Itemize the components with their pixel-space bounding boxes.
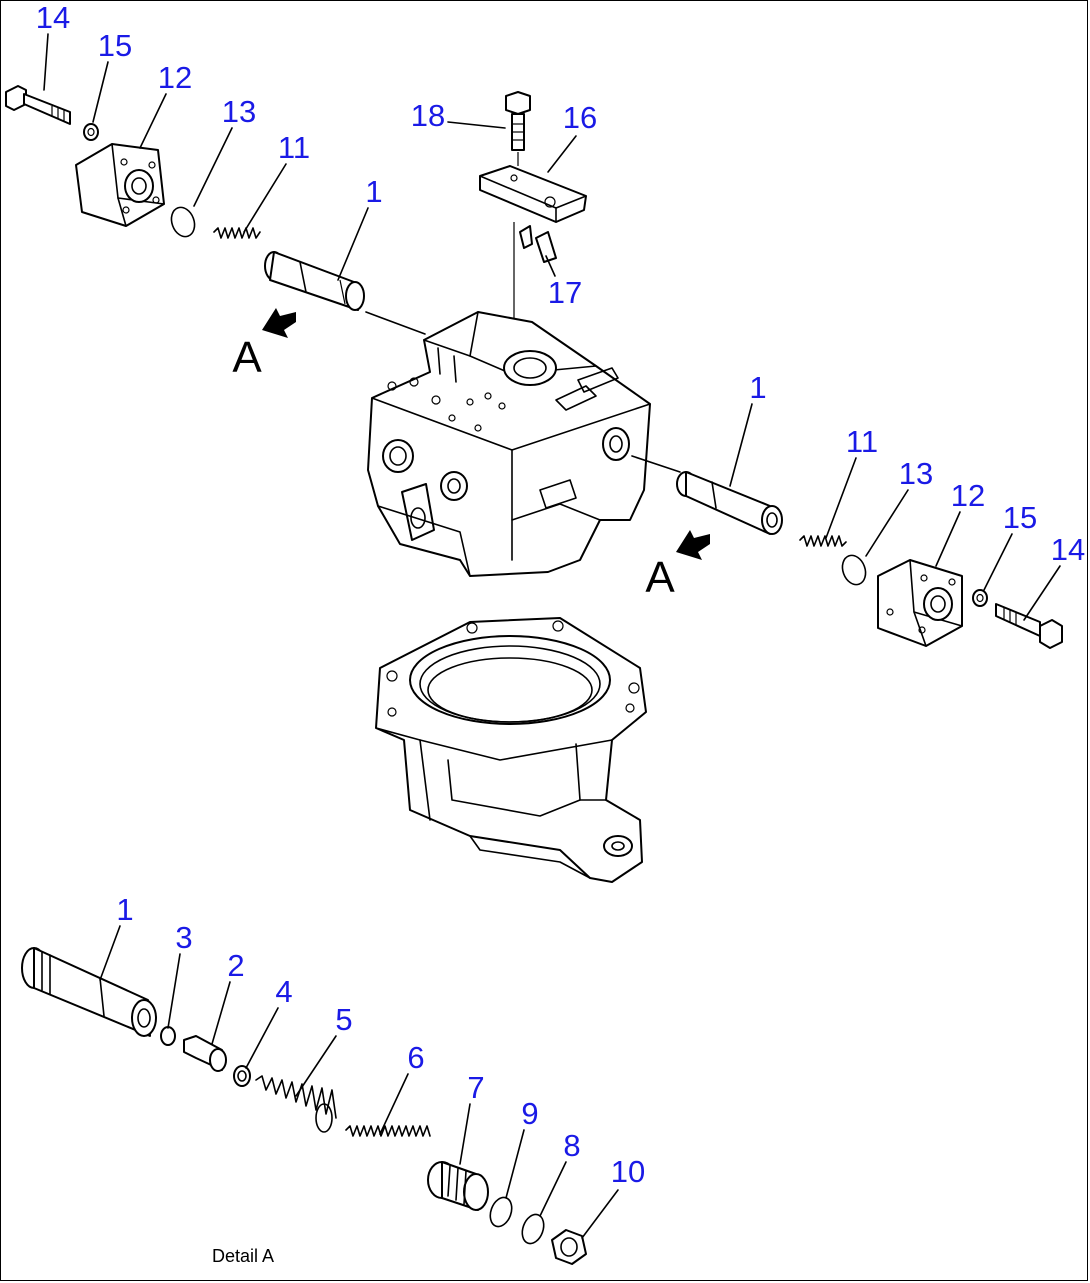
callout-15-top: 15 (98, 28, 132, 63)
callout-11-right: 11 (846, 424, 878, 459)
callout-13-top: 13 (222, 94, 256, 129)
bolt-18 (505, 91, 531, 151)
detail-spring-5 (255, 1075, 337, 1133)
valve-body (367, 311, 651, 577)
view-arrow-icon-right (676, 530, 710, 560)
spring-11-right (799, 535, 847, 547)
part-17 (519, 225, 557, 263)
callout-detail-9: 9 (521, 1096, 538, 1131)
detail-spool-1 (21, 947, 157, 1037)
o-ring-13-right (841, 554, 867, 586)
view-arrow-icon-left (262, 308, 296, 338)
detail-o-ring-9 (489, 1196, 513, 1228)
detail-ring-4 (233, 1065, 251, 1087)
view-marker-a-right: A (645, 553, 675, 602)
o-ring-13-left (170, 206, 196, 238)
plate-16 (479, 165, 587, 223)
callout-16: 16 (563, 100, 597, 135)
cover-12-right (877, 559, 963, 647)
callout-detail-10: 10 (611, 1154, 645, 1189)
detail-nut-10 (551, 1229, 587, 1265)
detail-spring-7 (427, 1161, 489, 1211)
callout-12-right: 12 (951, 478, 985, 513)
washer-15-left (83, 123, 99, 141)
callout-1-right: 1 (749, 370, 766, 405)
callout-detail-4: 4 (275, 974, 292, 1009)
detail-ring-3 (160, 1026, 176, 1046)
cover-12-left (75, 143, 165, 227)
callout-detail-7: 7 (467, 1070, 484, 1105)
callout-14-right: 14 (1051, 532, 1085, 567)
callout-18: 18 (411, 98, 445, 133)
spool-1-left (264, 251, 426, 335)
detail-o-ring-8 (521, 1213, 545, 1245)
spool-1-right (676, 471, 783, 535)
callout-15-right: 15 (1003, 500, 1037, 535)
callout-17: 17 (548, 275, 582, 310)
callout-detail-5: 5 (335, 1002, 352, 1037)
washer-15-right (972, 589, 988, 607)
callout-detail-1: 1 (116, 892, 133, 927)
callout-detail-6: 6 (407, 1040, 424, 1075)
callout-13-right: 13 (899, 456, 933, 491)
callout-detail-3: 3 (175, 920, 192, 955)
detail-plug-2 (183, 1035, 227, 1072)
view-marker-a-left: A (232, 333, 262, 382)
detail-spring-6 (345, 1125, 431, 1137)
detail-caption: Detail A (212, 1246, 274, 1266)
callout-1-top: 1 (365, 174, 382, 209)
callout-14-top: 14 (36, 0, 70, 35)
bolt-14-left (5, 85, 71, 125)
callout-11-top: 11 (278, 130, 310, 165)
lower-housing (375, 617, 647, 883)
spring-11-left (213, 227, 261, 239)
bolt-14-right (995, 603, 1063, 649)
callout-12-top: 12 (158, 60, 192, 95)
callout-detail-2: 2 (227, 948, 244, 983)
callout-detail-8: 8 (563, 1128, 580, 1163)
